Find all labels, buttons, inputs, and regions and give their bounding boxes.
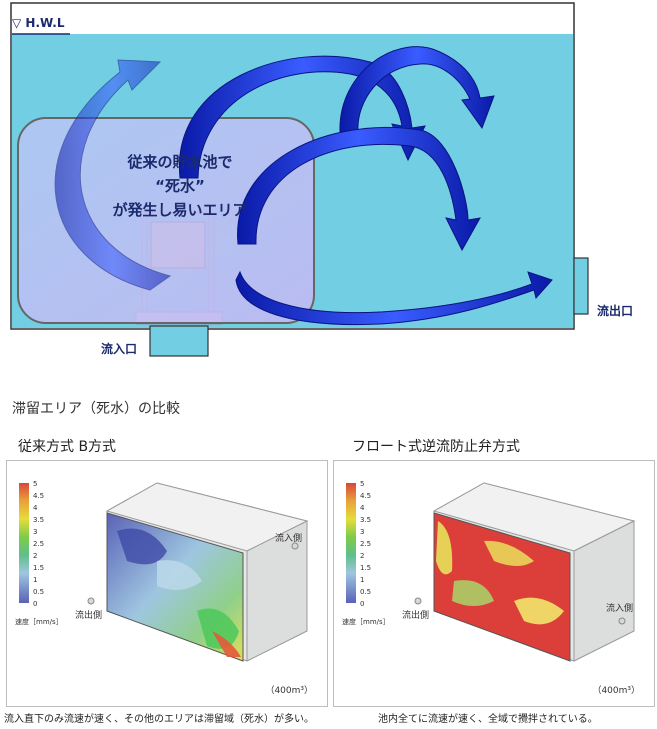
plane-patch <box>157 560 202 590</box>
legend-tick: 3 <box>33 528 38 536</box>
inlet-pipe <box>149 325 209 357</box>
flow-arrow <box>54 59 172 291</box>
legend-tick: 4 <box>33 504 38 512</box>
inflow-label: 流入側 <box>275 534 303 544</box>
flow-arrows <box>54 46 553 326</box>
deadwater-line-3: が発生し易いエリア <box>112 201 248 219</box>
legend-tick: 1 <box>360 576 365 584</box>
tank-diagram <box>10 2 589 357</box>
left-simulation-panel: 5 4.5 4 3.5 3 2.5 2 1.5 1 0.5 0 速度［mm/s］… <box>6 460 328 707</box>
legend-tick: 2 <box>360 552 365 560</box>
volume-label: （400m³） <box>265 686 313 696</box>
legend-tick: 3.5 <box>33 516 45 524</box>
legend-tick: 4.5 <box>33 492 45 500</box>
volume-label: （400m³） <box>592 686 640 696</box>
plane-patch <box>436 521 453 575</box>
right-sim-figure <box>414 482 636 662</box>
legend-unit: 速度［mm/s］ <box>342 618 390 626</box>
tank-3d-side <box>573 520 635 662</box>
flow-arrow <box>235 270 553 326</box>
legend-tick: 5 <box>33 480 38 488</box>
comparison-title: 滞留エリア（死水）の比較 <box>12 401 180 417</box>
legend-tick: 2.5 <box>33 540 45 548</box>
legend-tick: 4.5 <box>360 492 372 500</box>
legend-tick: 1.5 <box>360 564 372 572</box>
flow-arrow <box>237 126 481 252</box>
outlet-pipe <box>573 257 589 315</box>
deadwater-line-2: “死水” <box>155 177 205 195</box>
legend-tick: 1 <box>33 576 38 584</box>
legend-tick: 3.5 <box>360 516 372 524</box>
plane-patch <box>484 540 534 566</box>
legend-tick: 0.5 <box>33 588 45 596</box>
velocity-legend-bar <box>19 483 29 603</box>
legend-tick: 2 <box>33 552 38 560</box>
inlet-label: 流入口 <box>101 342 138 356</box>
outflow-label: 流出側 <box>75 611 103 621</box>
right-panel-title: フロート式逆流防止弁方式 <box>352 439 520 455</box>
velocity-legend: 5 4.5 4 3.5 3 2.5 2 1.5 1 0.5 0 <box>19 480 45 608</box>
legend-tick: 3 <box>360 528 365 536</box>
left-sim-figure <box>87 482 309 662</box>
plane-patch <box>514 597 564 625</box>
legend-unit: 速度［mm/s］ <box>15 618 63 626</box>
plane-patch <box>212 631 241 657</box>
outflow-label: 流出側 <box>402 611 430 621</box>
plane-patch <box>117 528 167 565</box>
velocity-legend-bar <box>346 483 356 603</box>
deadwater-line-1: 従来の貯水池で <box>127 153 233 171</box>
hwl-label: ▽ H.W.L <box>12 16 65 30</box>
inflow-label: 流入側 <box>606 604 634 614</box>
plane-patch <box>452 580 494 606</box>
right-simulation-panel: 5 4.5 4 3.5 3 2.5 2 1.5 1 0.5 0 速度［mm/s］… <box>333 460 655 707</box>
outlet-label: 流出口 <box>597 304 634 318</box>
left-caption: 流入直下のみ流速が速く、その他のエリアは滞留域（死水）が多い。 <box>4 714 314 725</box>
flow-arrow <box>339 46 495 133</box>
legend-tick: 1.5 <box>33 564 45 572</box>
left-panel-title: 従来方式 B方式 <box>18 439 117 455</box>
inflow-marker <box>618 617 626 625</box>
outflow-marker <box>414 597 422 605</box>
legend-tick: 0 <box>33 600 38 608</box>
legend-tick: 5 <box>360 480 365 488</box>
velocity-legend: 5 4.5 4 3.5 3 2.5 2 1.5 1 0.5 0 <box>346 480 372 608</box>
legend-tick: 0 <box>360 600 365 608</box>
legend-tick: 0.5 <box>360 588 372 596</box>
outflow-marker <box>87 597 95 605</box>
right-caption: 池内全てに流速が速く、全域で攪拌されている。 <box>378 714 598 725</box>
plane-patch <box>197 608 239 649</box>
deadwater-text: 従来の貯水池で “死水” が発生し易いエリア <box>60 150 300 222</box>
legend-tick: 2.5 <box>360 540 372 548</box>
legend-tick: 4 <box>360 504 365 512</box>
tank-3d-side <box>246 520 308 662</box>
inflow-marker <box>291 542 299 550</box>
